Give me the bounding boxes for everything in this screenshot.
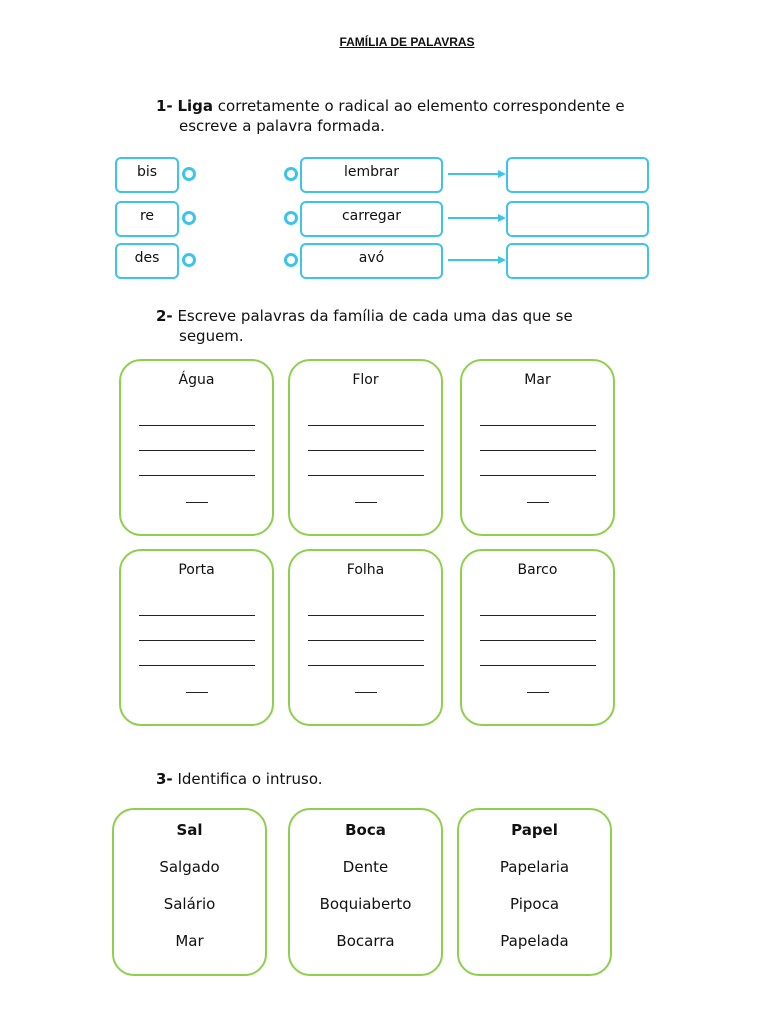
answer-line[interactable] [138,591,255,616]
arrow-head-icon [498,170,506,178]
word-box-lembrar: lembrar [300,157,443,193]
answer-line[interactable] [479,616,596,641]
answer-line[interactable] [138,401,255,426]
answer-line[interactable] [526,666,549,693]
question-2-number: 2- [156,307,173,325]
intruder-word[interactable]: Dente [342,858,389,876]
intruder-word[interactable]: Papelada [500,932,569,950]
word-connector-dot[interactable] [284,167,298,181]
intruder-group-head: Papel [511,821,558,839]
question-3-text: Identifica o intruso. [172,770,323,788]
answer-line[interactable] [354,666,377,693]
radical-connector-dot[interactable] [182,211,196,225]
answer-line[interactable] [138,616,255,641]
intruder-group-papel: Papel Papelaria Pipoca Papelada [457,808,612,976]
word-connector-dot[interactable] [284,253,298,267]
radical-box-re: re [115,201,179,237]
answer-box[interactable] [506,243,649,279]
question-2-prompt: 2- Escreve palavras da família de cada u… [156,306,573,346]
intruder-group-sal: Sal Salgado Salário Mar [112,808,267,976]
word-family-box-porta: Porta [119,549,274,726]
intruder-word[interactable]: Mar [175,932,204,950]
answer-line[interactable] [138,451,255,476]
question-2-text-line1: Escreve palavras da família de cada uma … [172,307,573,325]
question-1-prompt: 1- Liga corretamente o radical ao elemen… [156,96,625,136]
word-family-head: Flor [352,372,379,388]
question-1-verb: Liga [177,97,214,115]
answer-box[interactable] [506,157,649,193]
arrow-line [448,259,498,261]
intruder-word[interactable]: Pipoca [509,895,560,913]
answer-line[interactable] [307,591,424,616]
question-3-prompt: 3- Identifica o intruso. [156,769,323,789]
radical-connector-dot[interactable] [182,253,196,267]
word-family-head: Porta [178,562,215,578]
question-2-text-line2: seguem. [179,327,244,345]
answer-line[interactable] [307,641,424,666]
question-1-number: 1- [156,97,173,115]
radical-box-bis: bis [115,157,179,193]
answer-line[interactable] [307,426,424,451]
answer-line[interactable] [479,451,596,476]
word-family-box-barco: Barco [460,549,615,726]
answer-line[interactable] [479,641,596,666]
intruder-group-boca: Boca Dente Boquiaberto Bocarra [288,808,443,976]
word-family-head: Mar [524,372,551,388]
word-family-box-agua: Água [119,359,274,536]
radical-box-des: des [115,243,179,279]
answer-box[interactable] [506,201,649,237]
intruder-word[interactable]: Salário [163,895,216,913]
arrow-line [448,217,498,219]
intruder-word[interactable]: Bocarra [336,932,395,950]
word-family-head: Folha [346,562,385,578]
intruder-group-head: Boca [345,821,386,839]
answer-line[interactable] [138,641,255,666]
intruder-word[interactable]: Boquiaberto [319,895,412,913]
word-box-avo: avó [300,243,443,279]
answer-line[interactable] [354,476,377,503]
arrow-head-icon [498,214,506,222]
answer-line[interactable] [307,451,424,476]
arrow-head-icon [498,256,506,264]
intruder-word[interactable]: Papelaria [499,858,570,876]
answer-line[interactable] [526,476,549,503]
word-family-box-mar: Mar [460,359,615,536]
answer-line[interactable] [479,591,596,616]
answer-line[interactable] [185,666,208,693]
answer-line[interactable] [479,426,596,451]
radical-connector-dot[interactable] [182,167,196,181]
arrow-line [448,173,498,175]
word-family-box-folha: Folha [288,549,443,726]
intruder-group-head: Sal [176,821,203,839]
answer-line[interactable] [479,401,596,426]
answer-line[interactable] [185,476,208,503]
question-3-number: 3- [156,770,173,788]
word-box-carregar: carregar [300,201,443,237]
question-1-text-line1: corretamente o radical ao elemento corre… [213,97,625,115]
answer-line[interactable] [307,616,424,641]
answer-line[interactable] [138,426,255,451]
intruder-word[interactable]: Salgado [159,858,220,876]
word-family-head: Barco [517,562,558,578]
answer-line[interactable] [307,401,424,426]
question-1-text-line2: escreve a palavra formada. [179,117,385,135]
word-family-box-flor: Flor [288,359,443,536]
word-connector-dot[interactable] [284,211,298,225]
word-family-head: Água [178,372,215,388]
page-title: FAMÍLIA DE PALAVRAS [339,35,475,49]
